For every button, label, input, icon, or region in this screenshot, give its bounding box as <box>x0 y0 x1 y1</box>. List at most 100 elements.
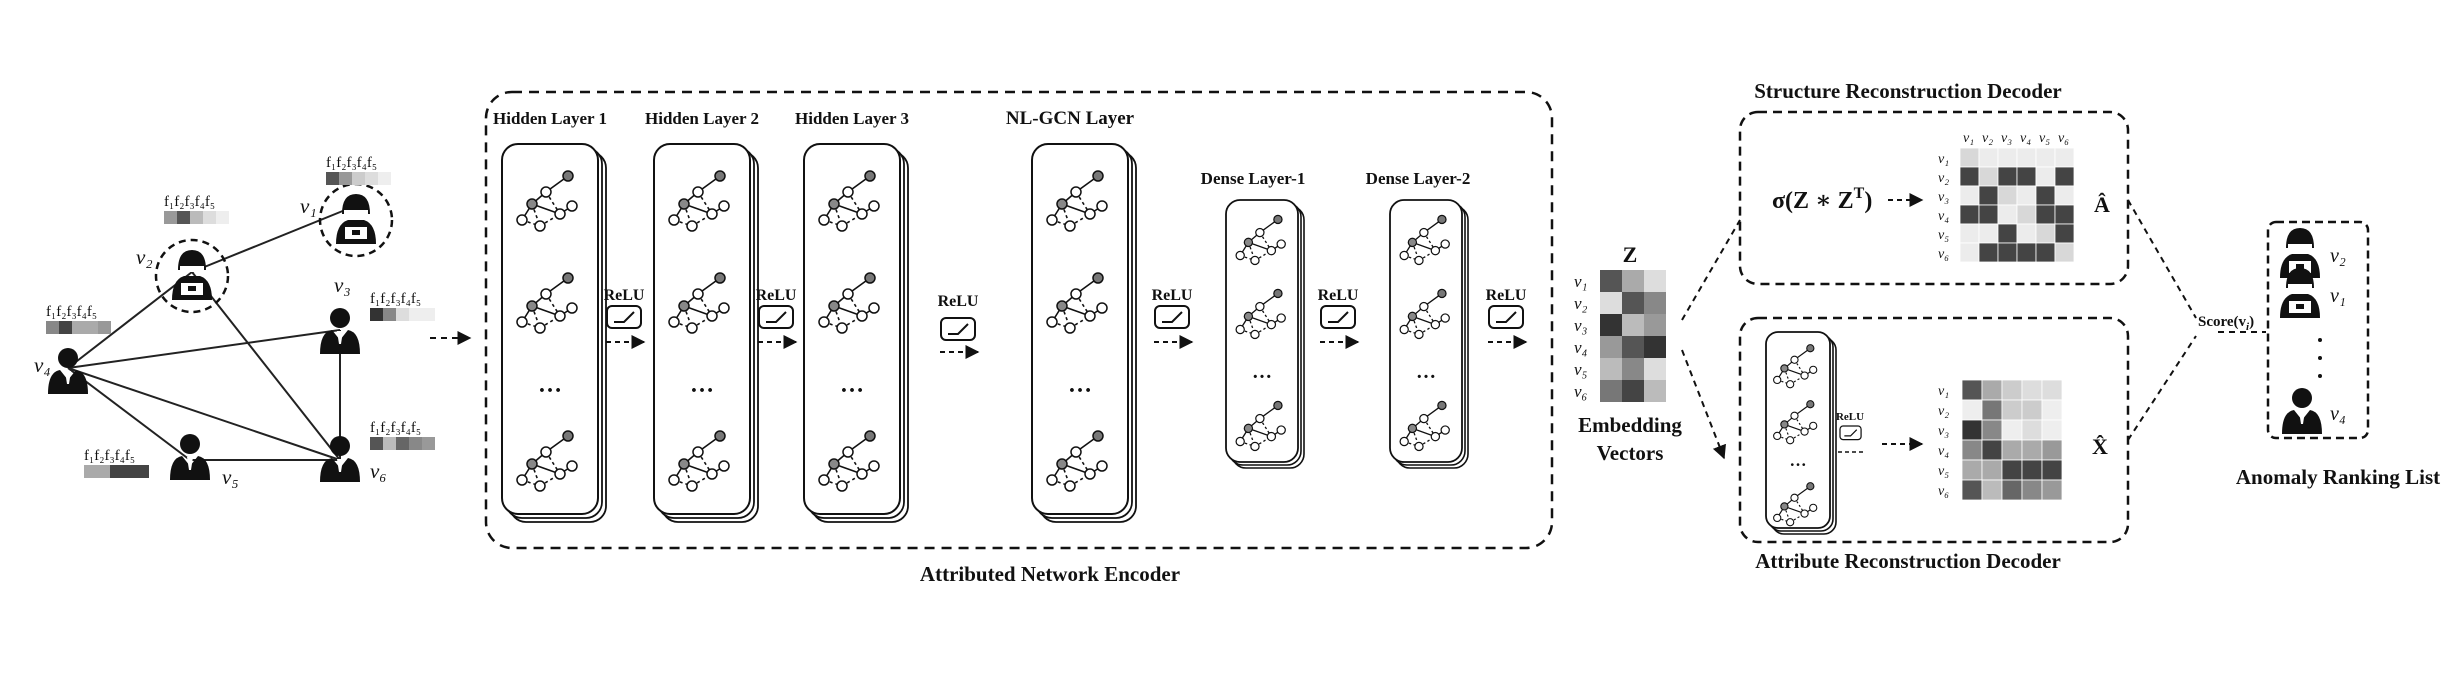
attribute-cell <box>2001 479 2023 501</box>
attribute-cell <box>2041 459 2063 481</box>
adjacency-col-label: v₆ <box>2058 131 2069 146</box>
encoder-title: Attributed Network Encoder <box>920 562 1180 586</box>
embedding-caption: Embedding <box>1578 413 1682 437</box>
adjacency-cell <box>2016 185 2037 206</box>
layer-ellipsis: … <box>690 372 714 398</box>
embedding-cell <box>1600 270 1622 292</box>
relu-activation: ReLU <box>604 287 646 349</box>
adjacency-cell <box>1978 147 1999 168</box>
embedding-symbol: Z <box>1623 242 1638 267</box>
embedding-cell <box>1644 270 1666 292</box>
hidden-layer-3: … <box>803 143 909 523</box>
attribute-cell <box>1981 419 2003 441</box>
person-icon <box>170 434 210 480</box>
feature-bar <box>84 465 149 478</box>
attribute-cell <box>1981 459 2003 481</box>
attribute-cell <box>2021 459 2043 481</box>
relu-icon <box>758 305 794 329</box>
hidden-layer-2: … <box>653 143 759 523</box>
attribute-cell <box>2041 439 2063 461</box>
embedding-cell <box>1600 358 1622 380</box>
adjacency-cell <box>2035 223 2056 244</box>
attribute-cell <box>2021 479 2043 501</box>
attribute-cell <box>2001 379 2023 401</box>
nl-gcn-layer: … <box>1031 143 1137 523</box>
embedding-row-label: v₂ <box>1574 294 1588 313</box>
score-label: Score(vi) <box>2198 314 2254 333</box>
layer-ellipsis: … <box>1252 361 1272 383</box>
attribute-cell <box>1961 399 1983 421</box>
attribute-matrix <box>1961 379 2063 501</box>
node-label-v6: v₆ <box>370 459 387 483</box>
relu-icon <box>1839 425 1862 441</box>
embedding-cell <box>1622 270 1644 292</box>
embedding-cell <box>1600 380 1622 402</box>
svg-text:ReLU: ReLU <box>756 287 797 304</box>
adjacency-cell <box>2054 147 2075 168</box>
layer-title: Hidden Layer 2 <box>645 109 759 128</box>
relu-icon <box>606 305 642 329</box>
attribute-cell <box>2041 399 2063 421</box>
adjacency-col-label: v₁ <box>1963 131 1974 146</box>
attribute-row-label: v₂ <box>1938 404 1949 419</box>
to-structure-arrow <box>1681 219 1741 321</box>
layer-title: Hidden Layer 3 <box>795 109 909 128</box>
layer-title: NL-GCN Layer <box>1006 108 1135 129</box>
relu-icon <box>1488 305 1524 329</box>
attribute-to-score <box>2127 335 2197 441</box>
graph-edges <box>67 205 356 461</box>
relu-icon <box>940 317 976 341</box>
embedding-row-label: v₁ <box>1574 272 1587 291</box>
attribute-cell <box>1981 479 2003 501</box>
attribute-cell <box>2041 479 2063 501</box>
adjacency-cell <box>2054 166 2075 187</box>
adjacency-cell <box>2035 242 2056 263</box>
attribute-cell <box>1981 379 2003 401</box>
adjacency-cell <box>1997 147 2018 168</box>
layer-ellipsis: … <box>1416 361 1436 383</box>
encoder: Attributed Network Encoder Hidden Layer … <box>484 90 1554 586</box>
structure-decoder: Structure Reconstruction Decoder σ(Z ∗ Z… <box>1738 79 2130 286</box>
person-icon <box>2282 388 2322 434</box>
embedding-cell <box>1600 336 1622 358</box>
adjacency-cell <box>2035 204 2056 225</box>
dense-layer-1: … <box>1225 199 1305 469</box>
structure-to-score <box>2127 199 2197 319</box>
attribute-cell <box>1961 439 1983 461</box>
node-label-v3: v₃ <box>334 273 351 297</box>
embedding-matrix <box>1600 270 1666 402</box>
adjacency-cell <box>2035 147 2056 168</box>
feature-label: f₁f₂f₃f₄f₅ <box>370 420 421 436</box>
adjacency-col-label: v₂ <box>1982 131 1993 146</box>
ranking-item: v₂ <box>2330 245 2346 267</box>
embedding-cell <box>1644 380 1666 402</box>
relu-activation: ReLU <box>1486 287 1528 349</box>
structure-formula: σ(Z ∗ ZT) <box>1772 185 1872 214</box>
adjacency-cell <box>2016 204 2037 225</box>
attribute-decoder-title: Attribute Reconstruction Decoder <box>1755 549 2061 573</box>
encoder-boundary <box>484 90 1554 550</box>
hacker-icon <box>171 249 213 301</box>
layer-title: Hidden Layer 1 <box>493 109 607 128</box>
adjacency-cell <box>2016 166 2037 187</box>
structure-decoder-title: Structure Reconstruction Decoder <box>1754 79 2062 103</box>
svg-text:ReLU: ReLU <box>938 293 979 310</box>
svg-text:ReLU: ReLU <box>1836 411 1864 423</box>
adjacency-cell <box>1959 204 1980 225</box>
adjacency-cell <box>2016 223 2037 244</box>
adjacency-cell <box>1978 166 1999 187</box>
embedding-cell <box>1644 314 1666 336</box>
relu-activation: ReLU <box>756 287 798 349</box>
embedding-cell <box>1600 292 1622 314</box>
adjacency-matrix <box>1959 147 2075 263</box>
adjacency-cell <box>1997 204 2018 225</box>
adjacency-cell <box>2054 185 2075 206</box>
feature-bar <box>326 172 391 185</box>
attribute-row-label: v₄ <box>1938 444 1949 459</box>
attribute-cell <box>2021 439 2043 461</box>
embedding-row-label: v₆ <box>1574 382 1588 401</box>
ranking-title: Anomaly Ranking List <box>2236 465 2440 489</box>
attribute-cell <box>1961 379 1983 401</box>
